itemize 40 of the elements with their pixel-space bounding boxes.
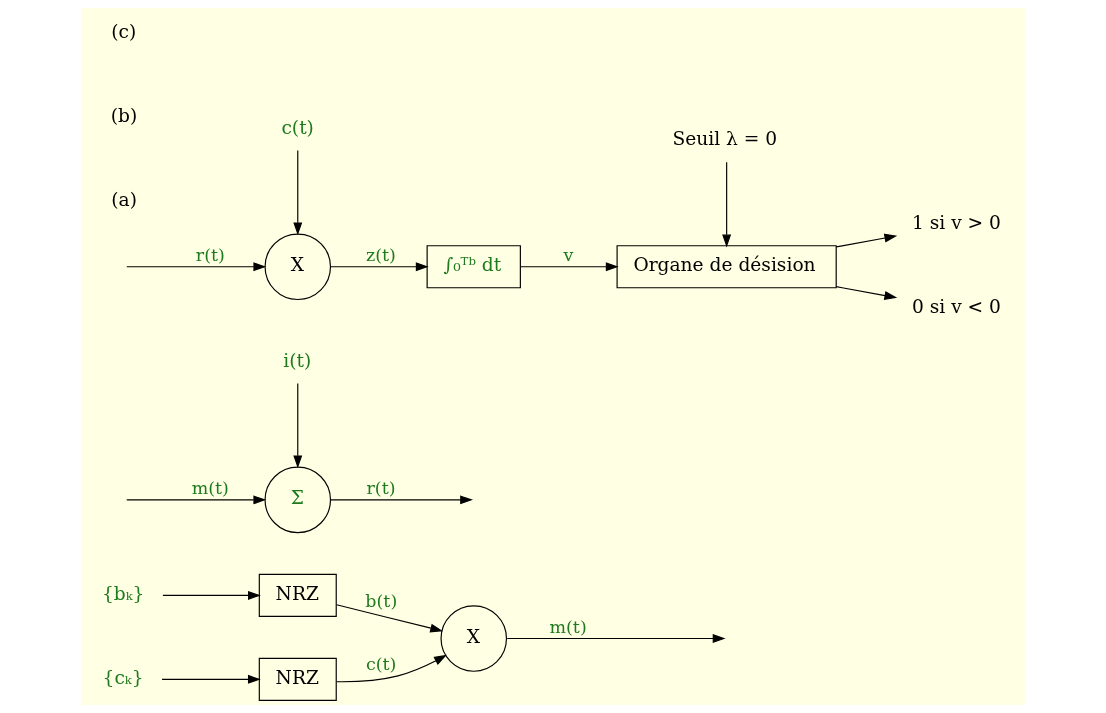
node-text: 1 si v > 0: [911, 212, 1001, 234]
edge-label: v: [563, 244, 574, 265]
node-box: ∫₀ᵀᵇ dt: [426, 245, 521, 289]
arrow: [336, 654, 447, 683]
arrow: [336, 604, 444, 633]
node-circle: X: [264, 233, 332, 301]
arrow: [293, 149, 303, 236]
edge-label: b(t): [365, 591, 398, 612]
arrow: [330, 262, 429, 272]
arrow: [835, 286, 898, 300]
node-box: Organe de désision: [616, 245, 837, 289]
edge-label: r(t): [195, 244, 225, 265]
node-text: c(t): [281, 116, 314, 138]
edge-label: m(t): [549, 616, 587, 637]
arrow: [520, 262, 619, 272]
edge-label: c(t): [365, 654, 397, 674]
arrow: [722, 161, 732, 248]
node-text: Seuil λ = 0: [672, 128, 778, 150]
label: (a): [111, 188, 137, 210]
label: (c): [111, 21, 137, 43]
arrow: [835, 233, 898, 248]
edge-label: z(t): [365, 244, 396, 265]
node-box: NRZ: [258, 657, 337, 701]
node-text: {bₖ}: [101, 582, 145, 604]
arrow: [330, 495, 474, 505]
label: (b): [110, 105, 138, 127]
arrow: [293, 382, 303, 469]
node-circle: Σ: [264, 466, 332, 534]
arrow: [126, 495, 267, 505]
node-box: NRZ: [258, 573, 337, 617]
edge-label: m(t): [191, 478, 229, 499]
arrow: [162, 590, 261, 600]
arrow: [506, 634, 726, 644]
edge-label: r(t): [366, 478, 396, 499]
node-text: {cₖ}: [102, 666, 144, 688]
node-text: i(t): [283, 349, 312, 371]
arrow: [126, 262, 267, 272]
node-text: 0 si v < 0: [911, 296, 1001, 318]
arrow: [161, 674, 261, 684]
node-circle: X: [440, 605, 508, 672]
